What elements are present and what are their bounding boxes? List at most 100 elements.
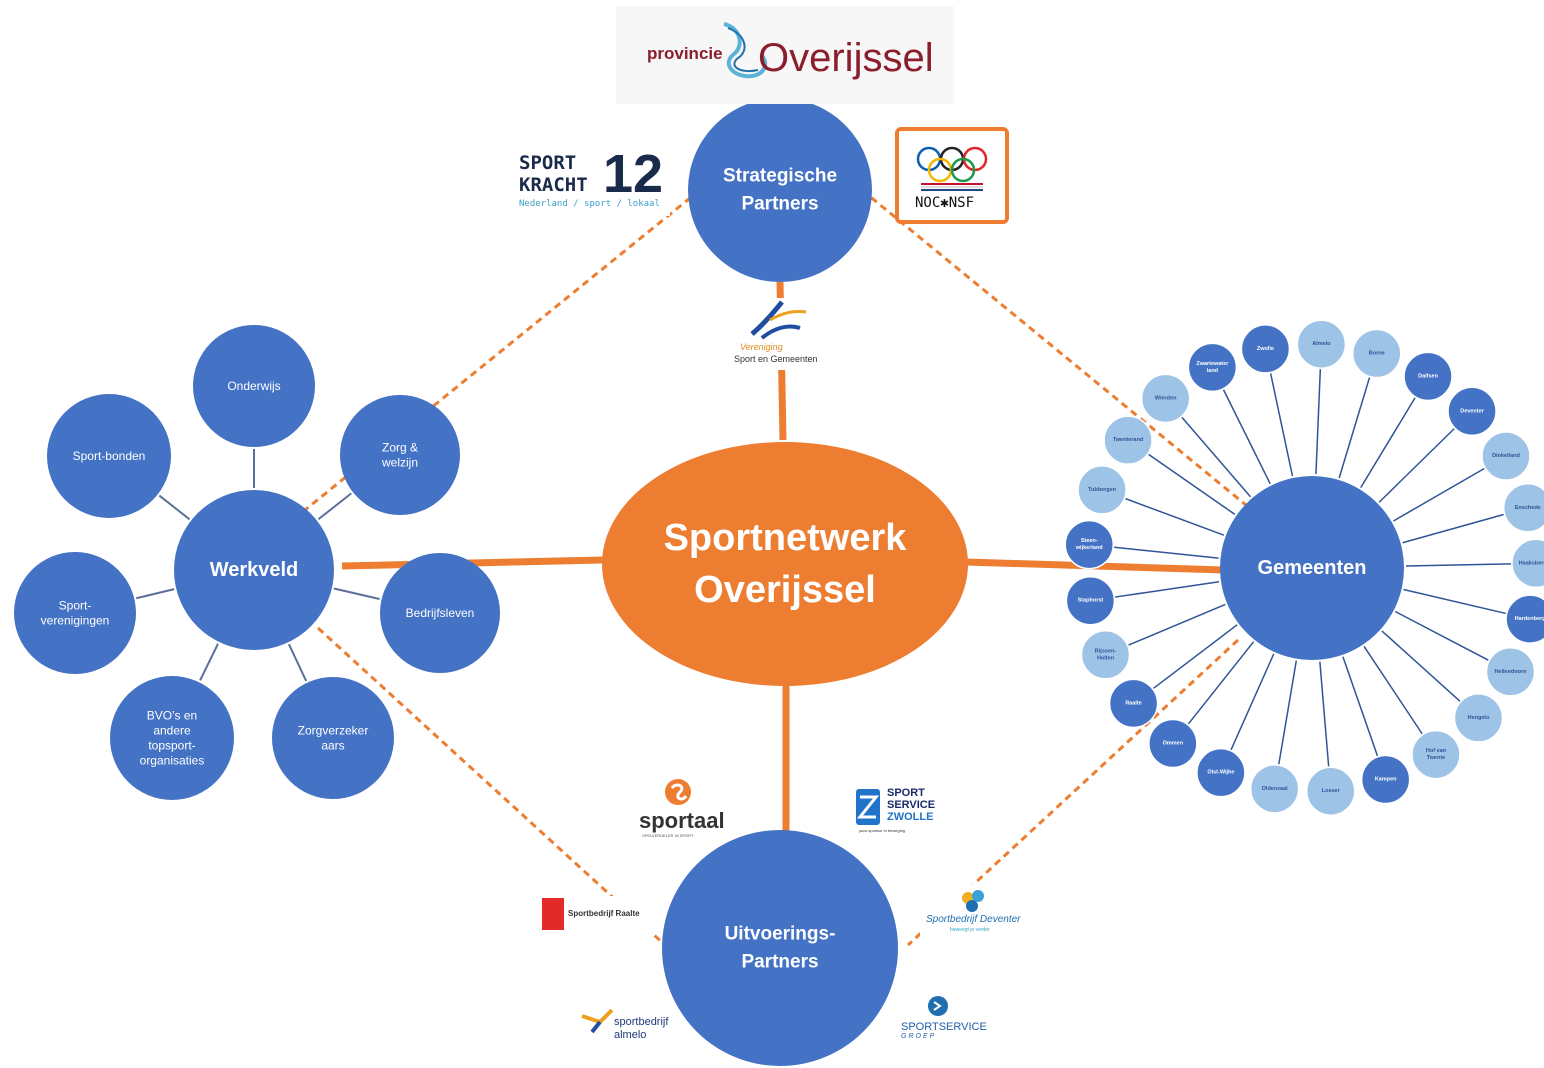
provincie-big-text: Overijssel xyxy=(758,36,934,80)
gemeente-circle-hellendoorn xyxy=(1485,647,1536,697)
deventer-tagline: beweegt je verder xyxy=(950,927,990,933)
hub-werkveld-label: Werkveld xyxy=(210,559,299,581)
hub-circle-werkveld xyxy=(174,490,334,650)
gemeente-raalte-label: Raalte xyxy=(1125,700,1142,706)
spoke-gemeente-hellendoorn xyxy=(1394,610,1489,661)
gemeente-node-rijssen-holten: Rijssen-Holten xyxy=(1080,630,1131,680)
dash-strategisch-gemeenten xyxy=(861,188,1253,512)
ssg-line1: SPORTSERVICE xyxy=(901,1021,987,1033)
ssz-tagline: jouw sponsor in beweging xyxy=(859,828,906,833)
gemeente-circle-almelo xyxy=(1296,319,1347,369)
gemeente-node-dalfsen: Dalfsen xyxy=(1403,351,1453,402)
hub-uitvoering-label: Uitvoerings- xyxy=(725,924,836,945)
gemeente-circle-dalfsen xyxy=(1403,351,1453,402)
spoke-gemeente-hengelo xyxy=(1381,630,1461,702)
gemeente-olst-wijhe-label: Olst-Wijhe xyxy=(1207,770,1234,776)
hub-werkveld: Werkveld xyxy=(174,490,334,650)
gemeente-circle-wierden xyxy=(1140,373,1191,424)
gemeente-node-twenterand: Twenterand xyxy=(1103,415,1153,465)
werkveld-node-zorgverzekeraars-label: aars xyxy=(321,739,344,753)
center-label: Sportnetwerk xyxy=(664,517,908,559)
gemeente-node-steen-wijkerland: Steen-wijkerland xyxy=(1064,519,1114,570)
hub-strategisch-label: Partners xyxy=(741,194,818,215)
gemeente-circle-borne xyxy=(1351,328,1402,379)
spoke-gemeente-zwolle xyxy=(1269,373,1294,477)
provincie-small-text: provincie xyxy=(647,44,723,63)
gemeente-node-oldenzaal: Oldenzaal xyxy=(1249,764,1300,814)
gemeente-hof-van-twente-label: Twente xyxy=(1427,755,1446,761)
werkveld-node-zorgverzekeraars-label: Zorgverzeker xyxy=(298,724,369,738)
sportaal-name: sportaal xyxy=(639,808,725,833)
gemeente-dalfsen-label: Dalfsen xyxy=(1418,373,1439,379)
werkveld-node-bvo-label: BVO’s en xyxy=(147,709,197,723)
gemeente-circle-enschede xyxy=(1503,483,1544,533)
gemeente-dinkelland-label: Dinkelland xyxy=(1492,453,1520,459)
gemeente-circle-zwartewater-land xyxy=(1187,342,1238,393)
sportkracht12-logo: SPORT KRACHT 12 Nederland / sport / loka… xyxy=(516,144,670,216)
sportservice-zwolle-logo: SPORT SERVICE ZWOLLE jouw sponsor in bew… xyxy=(854,785,938,839)
werkveld-circle-sport-bonden xyxy=(47,394,171,518)
ssz-line1: SPORT xyxy=(887,787,925,799)
gemeente-node-almelo: Almelo xyxy=(1296,319,1347,369)
spoke-layer xyxy=(136,369,1511,767)
spoke-gemeente-zwartewater-land xyxy=(1222,389,1271,485)
gemeente-node-hengelo: Hengelo xyxy=(1453,693,1504,743)
gemeente-circle-hof-van-twente xyxy=(1411,729,1461,780)
gemeente-tubbergen-label: Tubbergen xyxy=(1088,487,1117,493)
gemeente-node-zwolle: Zwolle xyxy=(1240,324,1291,374)
gemeente-zwolle-label: Zwolle xyxy=(1257,346,1274,352)
spoke-gemeente-steen-wijkerland xyxy=(1114,546,1219,559)
werkveld-node-bedrijfsleven: Bedrijfsleven xyxy=(380,553,500,673)
gemeente-circle-raalte xyxy=(1108,678,1159,729)
spoke-werkveld-zorg-welzijn xyxy=(317,492,352,521)
werkveld-circle-onderwijs xyxy=(193,325,315,447)
spoke-gemeente-dinkelland xyxy=(1393,467,1485,522)
gemeente-circle-steen-wijkerland xyxy=(1064,519,1114,570)
werkveld-node-zorg-welzijn: Zorg &welzijn xyxy=(340,395,460,515)
werkveld-node-zorg-welzijn-label: Zorg & xyxy=(382,441,418,455)
gemeente-node-staphorst: Staphorst xyxy=(1065,575,1116,626)
gemeente-circle-haaksbergen xyxy=(1511,538,1544,589)
spoke-gemeente-ommen xyxy=(1187,641,1255,725)
gemeente-losser-label: Losser xyxy=(1322,788,1341,794)
deventer-text: Sportbedrijf Deventer xyxy=(926,914,1021,925)
spoke-gemeente-hardenberg xyxy=(1403,588,1506,615)
gemeente-circle-hengelo xyxy=(1453,693,1504,743)
vsg-line1: Vereniging xyxy=(740,342,783,352)
gemeente-node-enschede: Enschede xyxy=(1503,483,1544,533)
werkveld-circle-zorgverzekeraars xyxy=(272,677,394,799)
sportbedrijf-almelo-logo: sportbedrijf almelo xyxy=(578,1002,672,1050)
gemeente-node-deventer: Deventer xyxy=(1447,386,1497,437)
hub-gemeenten-label: Gemeenten xyxy=(1258,557,1367,579)
ssz-line3: ZWOLLE xyxy=(887,811,934,823)
noc-nsf-text: NOC✱NSF xyxy=(915,195,975,211)
gemeente-node-tubbergen: Tubbergen xyxy=(1077,465,1127,515)
gemeente-circle-deventer xyxy=(1447,386,1497,437)
gemeente-node-kampen: Kampen xyxy=(1360,754,1411,805)
gemeente-enschede-label: Enschede xyxy=(1515,505,1541,511)
spoke-werkveld-bedrijfsleven xyxy=(333,587,380,601)
sportkracht-number: 12 xyxy=(603,144,664,204)
werkveld-circle-zorg-welzijn xyxy=(340,395,460,515)
gemeente-node-olst-wijhe: Olst-Wijhe xyxy=(1196,747,1246,798)
dash-werkveld-uitvoering xyxy=(316,626,667,947)
sportbedrijf-deventer-logo: Sportbedrijf Deventer beweegt je verder xyxy=(920,884,1024,940)
raalte-text: Sportbedrijf Raalte xyxy=(568,909,640,918)
center-label: Overijssel xyxy=(694,569,876,611)
spoke-gemeente-borne xyxy=(1338,377,1371,479)
gemeente-rijssen-holten-label: Holten xyxy=(1097,655,1115,661)
werkveld-node-onderwijs-label: Onderwijs xyxy=(227,379,280,393)
hub-gemeenten: Gemeenten xyxy=(1220,476,1404,660)
gemeente-steen-wijkerland-label: wijkerland xyxy=(1075,545,1103,551)
werkveld-node-sportverenigingen-label: Sport- xyxy=(59,599,92,613)
gemeente-zwartewater-land-label: Zwartewater xyxy=(1196,361,1229,367)
gemeente-hellendoorn-label: Hellendoorn xyxy=(1494,669,1527,675)
center-ellipse xyxy=(602,442,968,686)
werkveld-node-bvo-label: topsport- xyxy=(148,739,195,753)
gemeente-circle-rijssen-holten xyxy=(1080,630,1131,680)
